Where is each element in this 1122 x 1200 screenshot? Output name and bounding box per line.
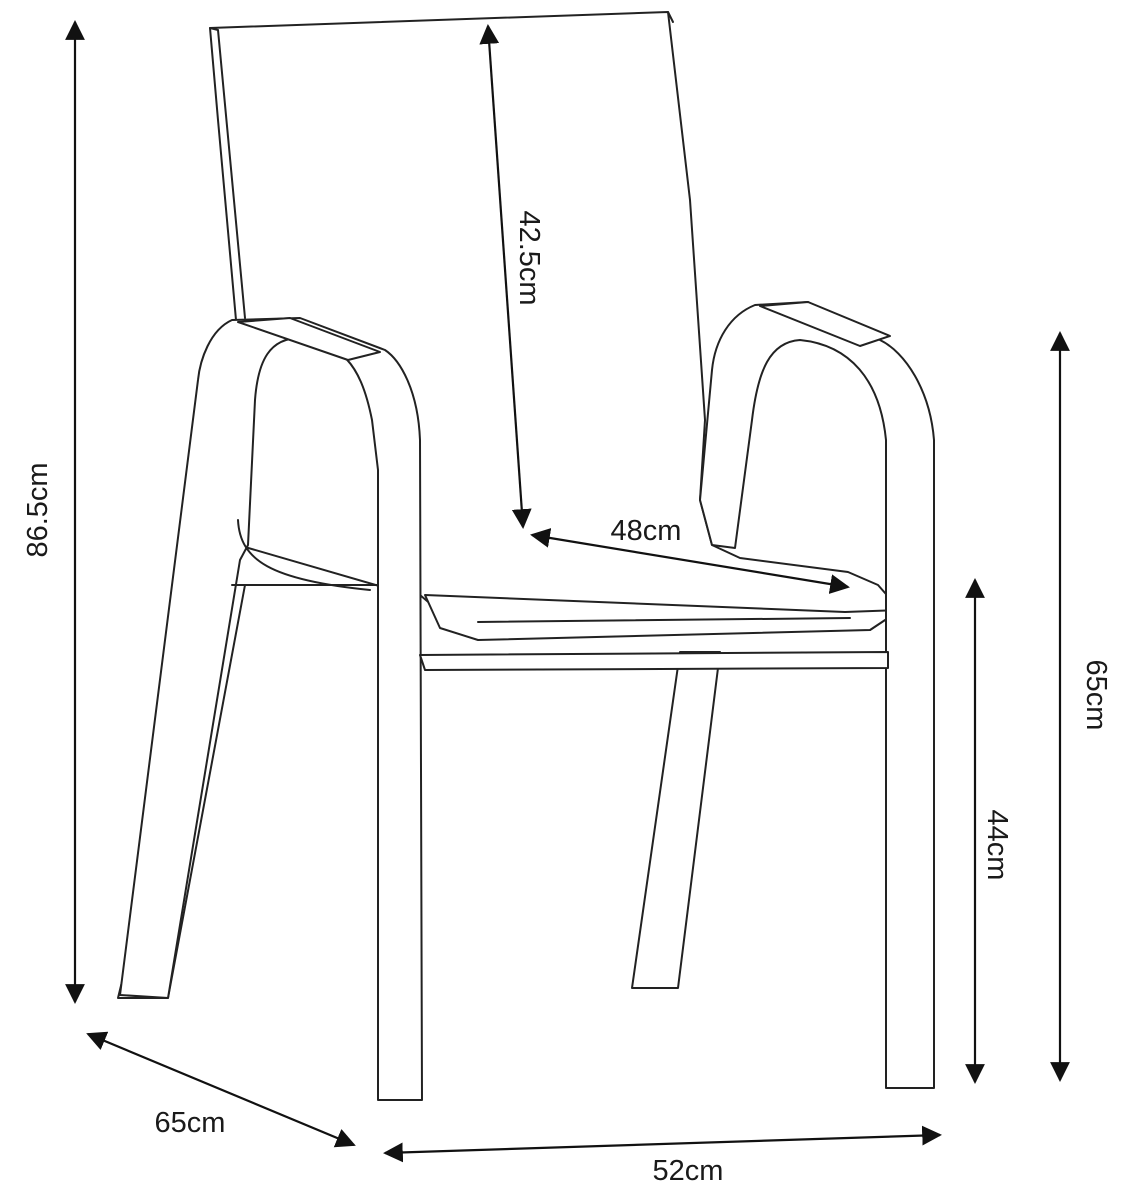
chair-illustration bbox=[117, 11, 935, 1101]
backrest-height-label: 42.5cm bbox=[513, 210, 545, 305]
backrest-height-arrow bbox=[479, 24, 532, 529]
right-armrest-pad bbox=[759, 301, 891, 347]
depth-arrow bbox=[86, 1031, 356, 1148]
width-arrow bbox=[383, 1125, 942, 1163]
armrest-height-label: 65cm bbox=[1080, 660, 1112, 731]
right-armrest-frame bbox=[699, 301, 935, 1089]
total-height-label: 86.5cm bbox=[22, 462, 54, 557]
front-rail bbox=[419, 651, 889, 671]
seat-height-label: 44cm bbox=[981, 810, 1013, 881]
seat-front-rail bbox=[424, 594, 901, 641]
left-armrest-pad bbox=[237, 317, 381, 361]
seat-width-label: 48cm bbox=[611, 515, 682, 547]
depth-label: 65cm bbox=[155, 1107, 226, 1139]
width-label: 52cm bbox=[653, 1155, 724, 1187]
seat-width-arrow bbox=[530, 528, 850, 594]
rear-right-leg bbox=[631, 651, 721, 989]
dimension-labels: 86.5cm 42.5cm 48cm 65cm 44cm 65cm 52cm bbox=[22, 210, 1112, 1187]
dimension-lines bbox=[65, 20, 1070, 1163]
